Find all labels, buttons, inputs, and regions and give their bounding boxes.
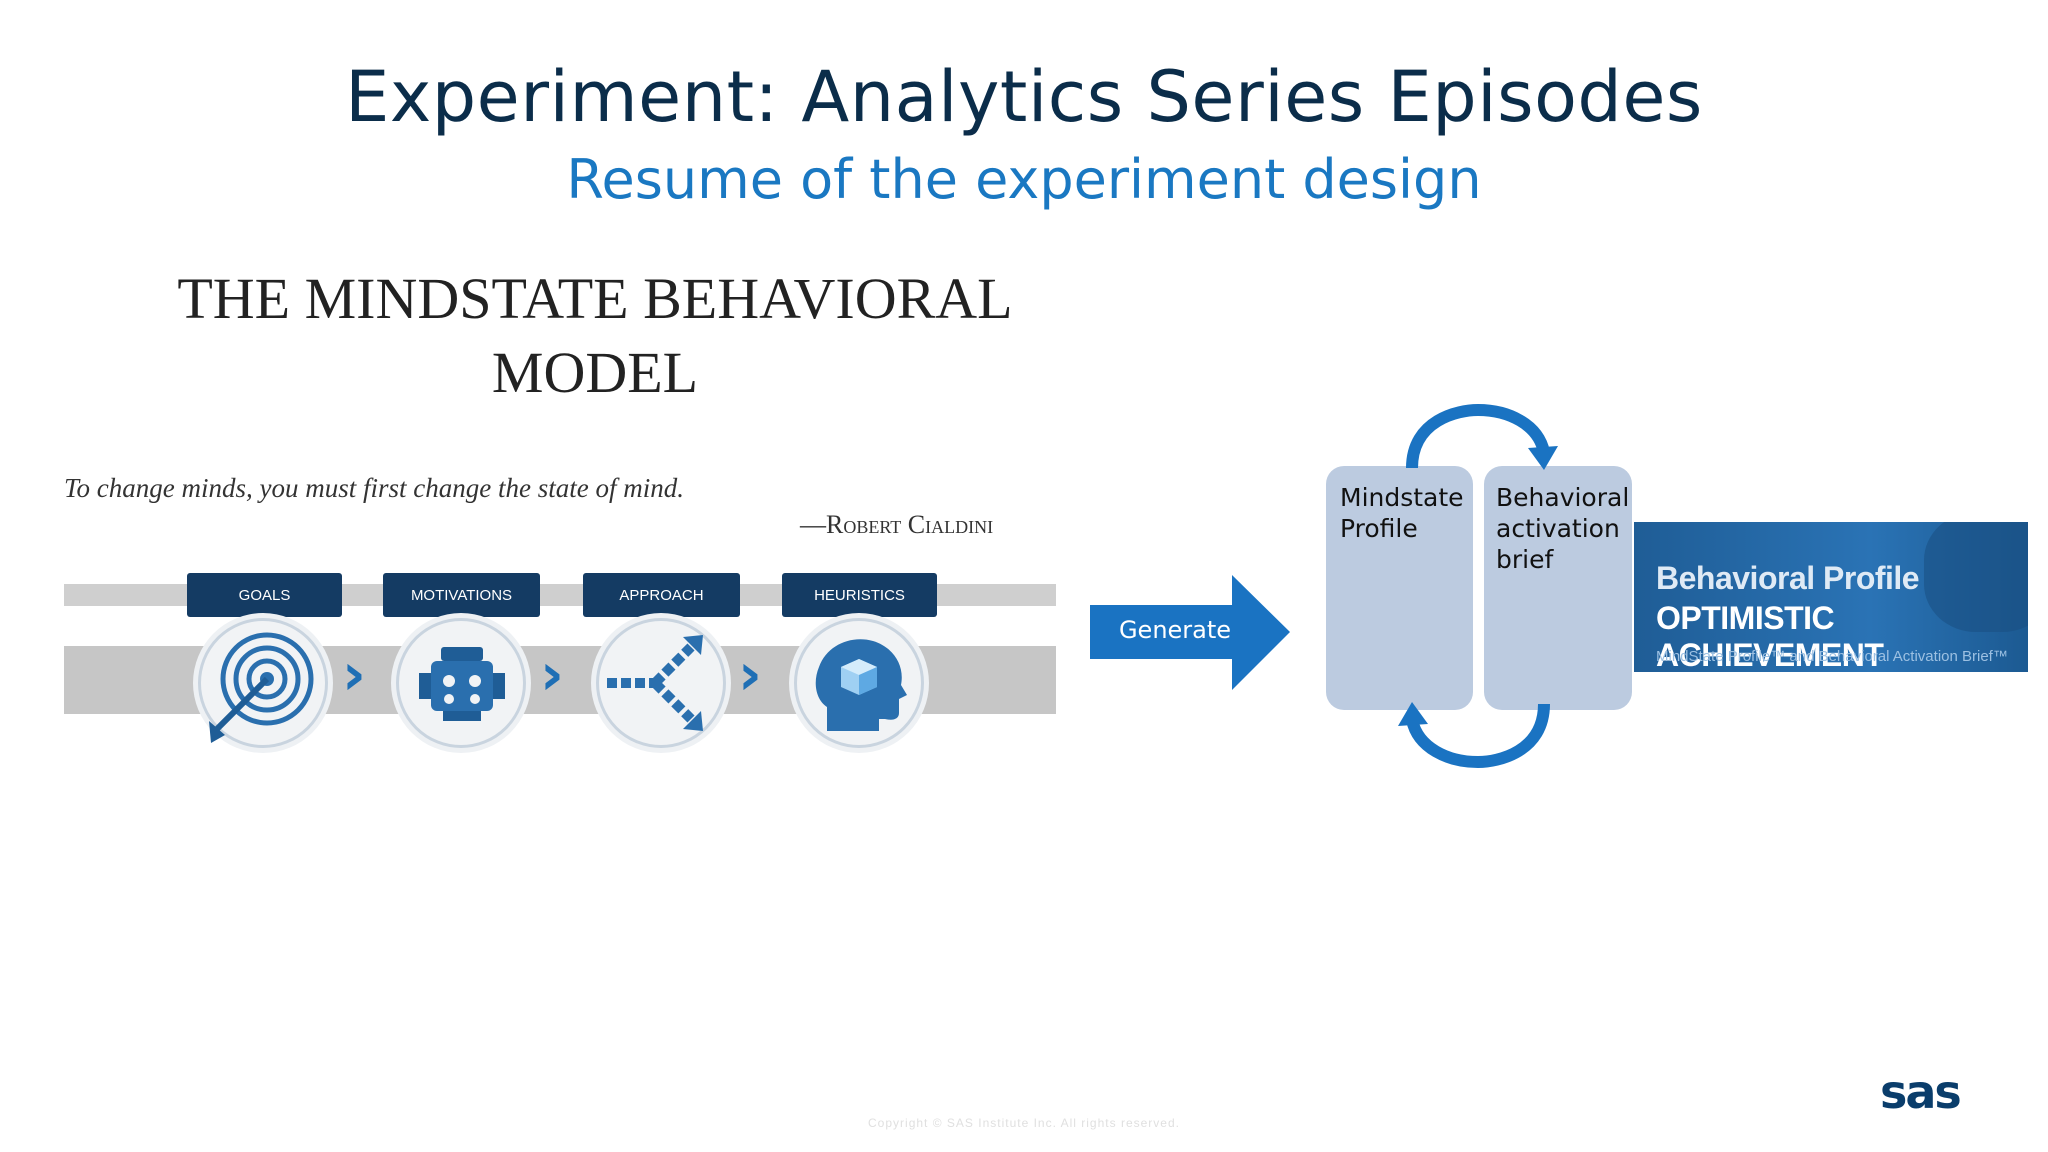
model-quote: To change minds, you must first change t…: [64, 473, 684, 503]
quote-author: —Robert Cialdini: [800, 510, 994, 539]
mindstate-profile-label: Mindstate Profile: [1340, 483, 1464, 543]
generate-label: Generate: [1118, 616, 1232, 644]
stage-label-heuristics: HEURISTICS: [782, 573, 937, 617]
stage-circle-approach: [596, 618, 726, 748]
model-title-line1: THE MINDSTATE BEHAVIORAL: [177, 266, 1013, 331]
copyright-notice: Copyright © SAS Institute Inc. All right…: [868, 1116, 1180, 1130]
chevron-right-icon: ›: [342, 640, 366, 708]
head-cube-icon: [815, 639, 907, 731]
chevron-right-icon: ›: [738, 640, 762, 708]
banner-shape: [1924, 522, 2028, 632]
behavioral-brief-box: Behavioral activation brief: [1484, 466, 1632, 710]
slide-title: Experiment: Analytics Series Episodes: [345, 56, 1703, 138]
split-arrow-icon: [607, 635, 703, 731]
cycle-arrow-top-icon: [1406, 403, 1558, 470]
mindstate-profile-box: Mindstate Profile: [1326, 466, 1473, 710]
banner-title: Behavioral Profile: [1656, 560, 1920, 596]
engine-icon: [419, 647, 505, 721]
behavioral-brief-label: Behavioral activation brief: [1496, 483, 1630, 574]
sas-logo: sas: [1880, 1065, 1962, 1119]
stage-label-goals: GOALS: [187, 573, 342, 617]
generate-arrow-icon: [1090, 575, 1290, 690]
model-title: THE MINDSTATE BEHAVIORAL MODEL: [60, 262, 1130, 410]
chevron-right-icon: ›: [540, 640, 564, 708]
stage-circle-goals: [198, 618, 328, 748]
model-title-line2: MODEL: [491, 340, 699, 405]
stage-label-approach: APPROACH: [583, 573, 740, 617]
stage-circle-heuristics: [794, 618, 924, 748]
stage-label-motivations: MOTIVATIONS: [383, 573, 540, 617]
banner-caption: MindState Profile™ and Behavioral Activa…: [1656, 648, 2008, 665]
slide-subtitle: Resume of the experiment design: [566, 148, 1482, 211]
stage-circle-motivations: [396, 618, 526, 748]
banner-headline: OPTIMISTIC ACHIEVEMENT: [1656, 600, 1884, 673]
target-icon: [209, 632, 314, 743]
cycle-arrow-bottom-icon: [1398, 702, 1550, 769]
behavioral-profile-banner: [1634, 522, 2028, 672]
